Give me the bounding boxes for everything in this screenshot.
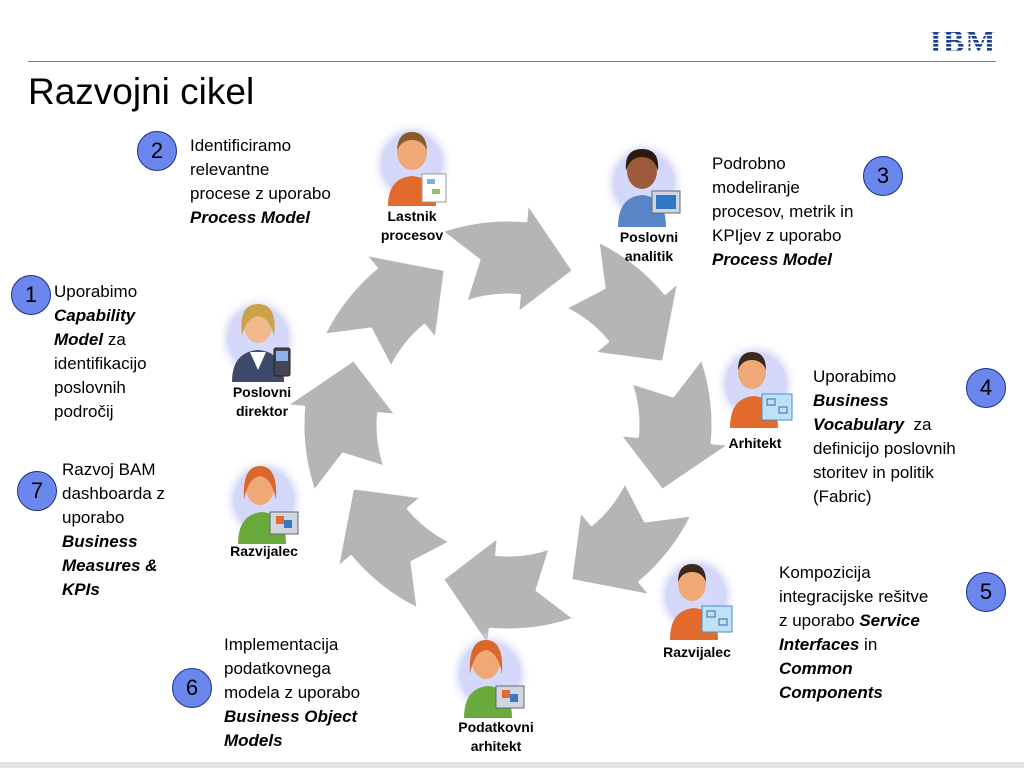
desc-line: in [859,635,878,654]
desc-line: dashboarda z [62,484,166,503]
desc-emphasis: Capability [54,306,136,325]
ibm-logo-text: IBM [930,24,997,56]
desc-line: Kompozicija [779,563,871,582]
desc-emphasis: Measures & [62,556,158,575]
cycle-arrow-segment [284,358,398,494]
role-line: Razvijalec [230,543,298,559]
role-developer-right: Razvijalec [642,643,752,662]
desc-line: poslovnih [54,378,126,397]
desc-emphasis: KPIs [62,580,100,599]
desc-line: relevantne [190,160,270,179]
desc-line: (Fabric) [813,487,872,506]
step-badge-2: 2 [137,131,177,171]
step-7-description: Razvoj BAM dashboarda z uporabo Business… [62,458,165,602]
desc-emphasis: Components [779,683,883,702]
desc-line: Uporabimo [54,282,138,301]
developer-right-figure [654,552,738,640]
desc-line: identifikacijo [54,354,147,373]
cycle-arrow-segment [563,239,681,364]
role-line: Podatkovni [458,719,534,735]
cycle-arrows [284,201,732,649]
desc-line: procesov, metrik in [712,202,854,221]
desc-line: Uporabimo [813,367,897,386]
desc-line: Implementacija [224,635,339,654]
desc-line: Podrobno [712,154,786,173]
desc-line: podatkovnega [224,659,331,678]
step-1-description: Uporabimo Capability Model za identifika… [54,280,147,424]
desc-line: modela z uporabo [224,683,361,702]
desc-emphasis: Model [54,330,104,349]
desc-line: definicijo poslovnih [813,439,956,458]
role-business-director: Poslovni direktor [207,383,317,421]
role-line: arhitekt [470,738,522,754]
desc-line: Razvoj BAM [62,460,156,479]
cycle-arrow-segment [569,480,694,598]
desc-line: za [103,330,126,349]
role-data-architect: Podatkovni arhitekt [441,718,551,756]
step-2-description: Identificiramo relevantne procese z upor… [190,134,331,230]
step-5-description: Kompozicija integracijske rešitve z upor… [779,561,928,705]
developer-left-figure [222,456,306,544]
role-line: Lastnik [387,208,437,224]
role-line: direktor [235,403,289,419]
business-director-figure [216,294,300,382]
desc-line: Identificiramo [190,136,292,155]
step-6-description: Implementacija podatkovnega modela z upo… [224,633,360,753]
desc-emphasis: Business Object [224,707,358,726]
step-badge-1: 1 [11,275,51,315]
cycle-arrow-segment [322,252,447,370]
cycle-arrow-segment [441,535,577,649]
desc-emphasis: Vocabulary [813,415,905,434]
role-line: analitik [624,248,674,264]
process-owner-figure [370,120,454,208]
desc-emphasis: Process Model [190,208,310,227]
role-process-owner: Lastnik procesov [357,207,467,245]
desc-emphasis: Business [62,532,138,551]
role-architect: Arhitekt [700,434,810,453]
desc-emphasis: Process Model [712,250,832,269]
step-badge-6: 6 [172,668,212,708]
desc-line: za [904,415,932,434]
desc-line: modeliranje [712,178,800,197]
desc-line: integracijske rešitve [779,587,929,606]
page-title: Razvojni cikel [28,71,255,112]
step-3-description: Podrobno modeliranje procesov, metrik in… [712,152,853,272]
step-4-description: Uporabimo Business Vocabulary za definic… [813,365,956,509]
architect-figure [714,340,798,428]
cycle-arrow-segment [618,356,732,492]
desc-emphasis: Service [859,611,920,630]
step-badge-7: 7 [17,471,57,511]
ibm-logo: IBM [930,24,997,56]
step-badge-3: 3 [863,156,903,196]
data-architect-figure [448,630,532,718]
desc-emphasis: Models [224,731,283,750]
step-badge-4: 4 [966,368,1006,408]
step-badge-5: 5 [966,572,1006,612]
cycle-arrow-segment [439,201,575,315]
cycle-arrow-segment [335,486,453,611]
role-line: procesov [380,227,444,243]
desc-line: storitev in politik [813,463,934,482]
desc-line: KPIjev z uporabo [712,226,842,245]
business-analyst-figure [602,139,686,227]
desc-emphasis: Interfaces [779,635,860,654]
header-rule [28,61,996,62]
desc-emphasis: Business [813,391,889,410]
desc-emphasis: Common [779,659,853,678]
desc-line: uporabo [62,508,125,527]
role-line: Poslovni [619,229,679,245]
role-line: Poslovni [232,384,292,400]
role-business-analyst: Poslovni analitik [594,228,704,266]
desc-line: procese z uporabo [190,184,331,203]
desc-line: področij [54,402,114,421]
desc-line: z uporabo [779,611,860,630]
role-developer-left: Razvijalec [209,542,319,561]
role-line: Arhitekt [728,435,782,451]
footer-bar [0,762,1024,768]
role-line: Razvijalec [663,644,731,660]
